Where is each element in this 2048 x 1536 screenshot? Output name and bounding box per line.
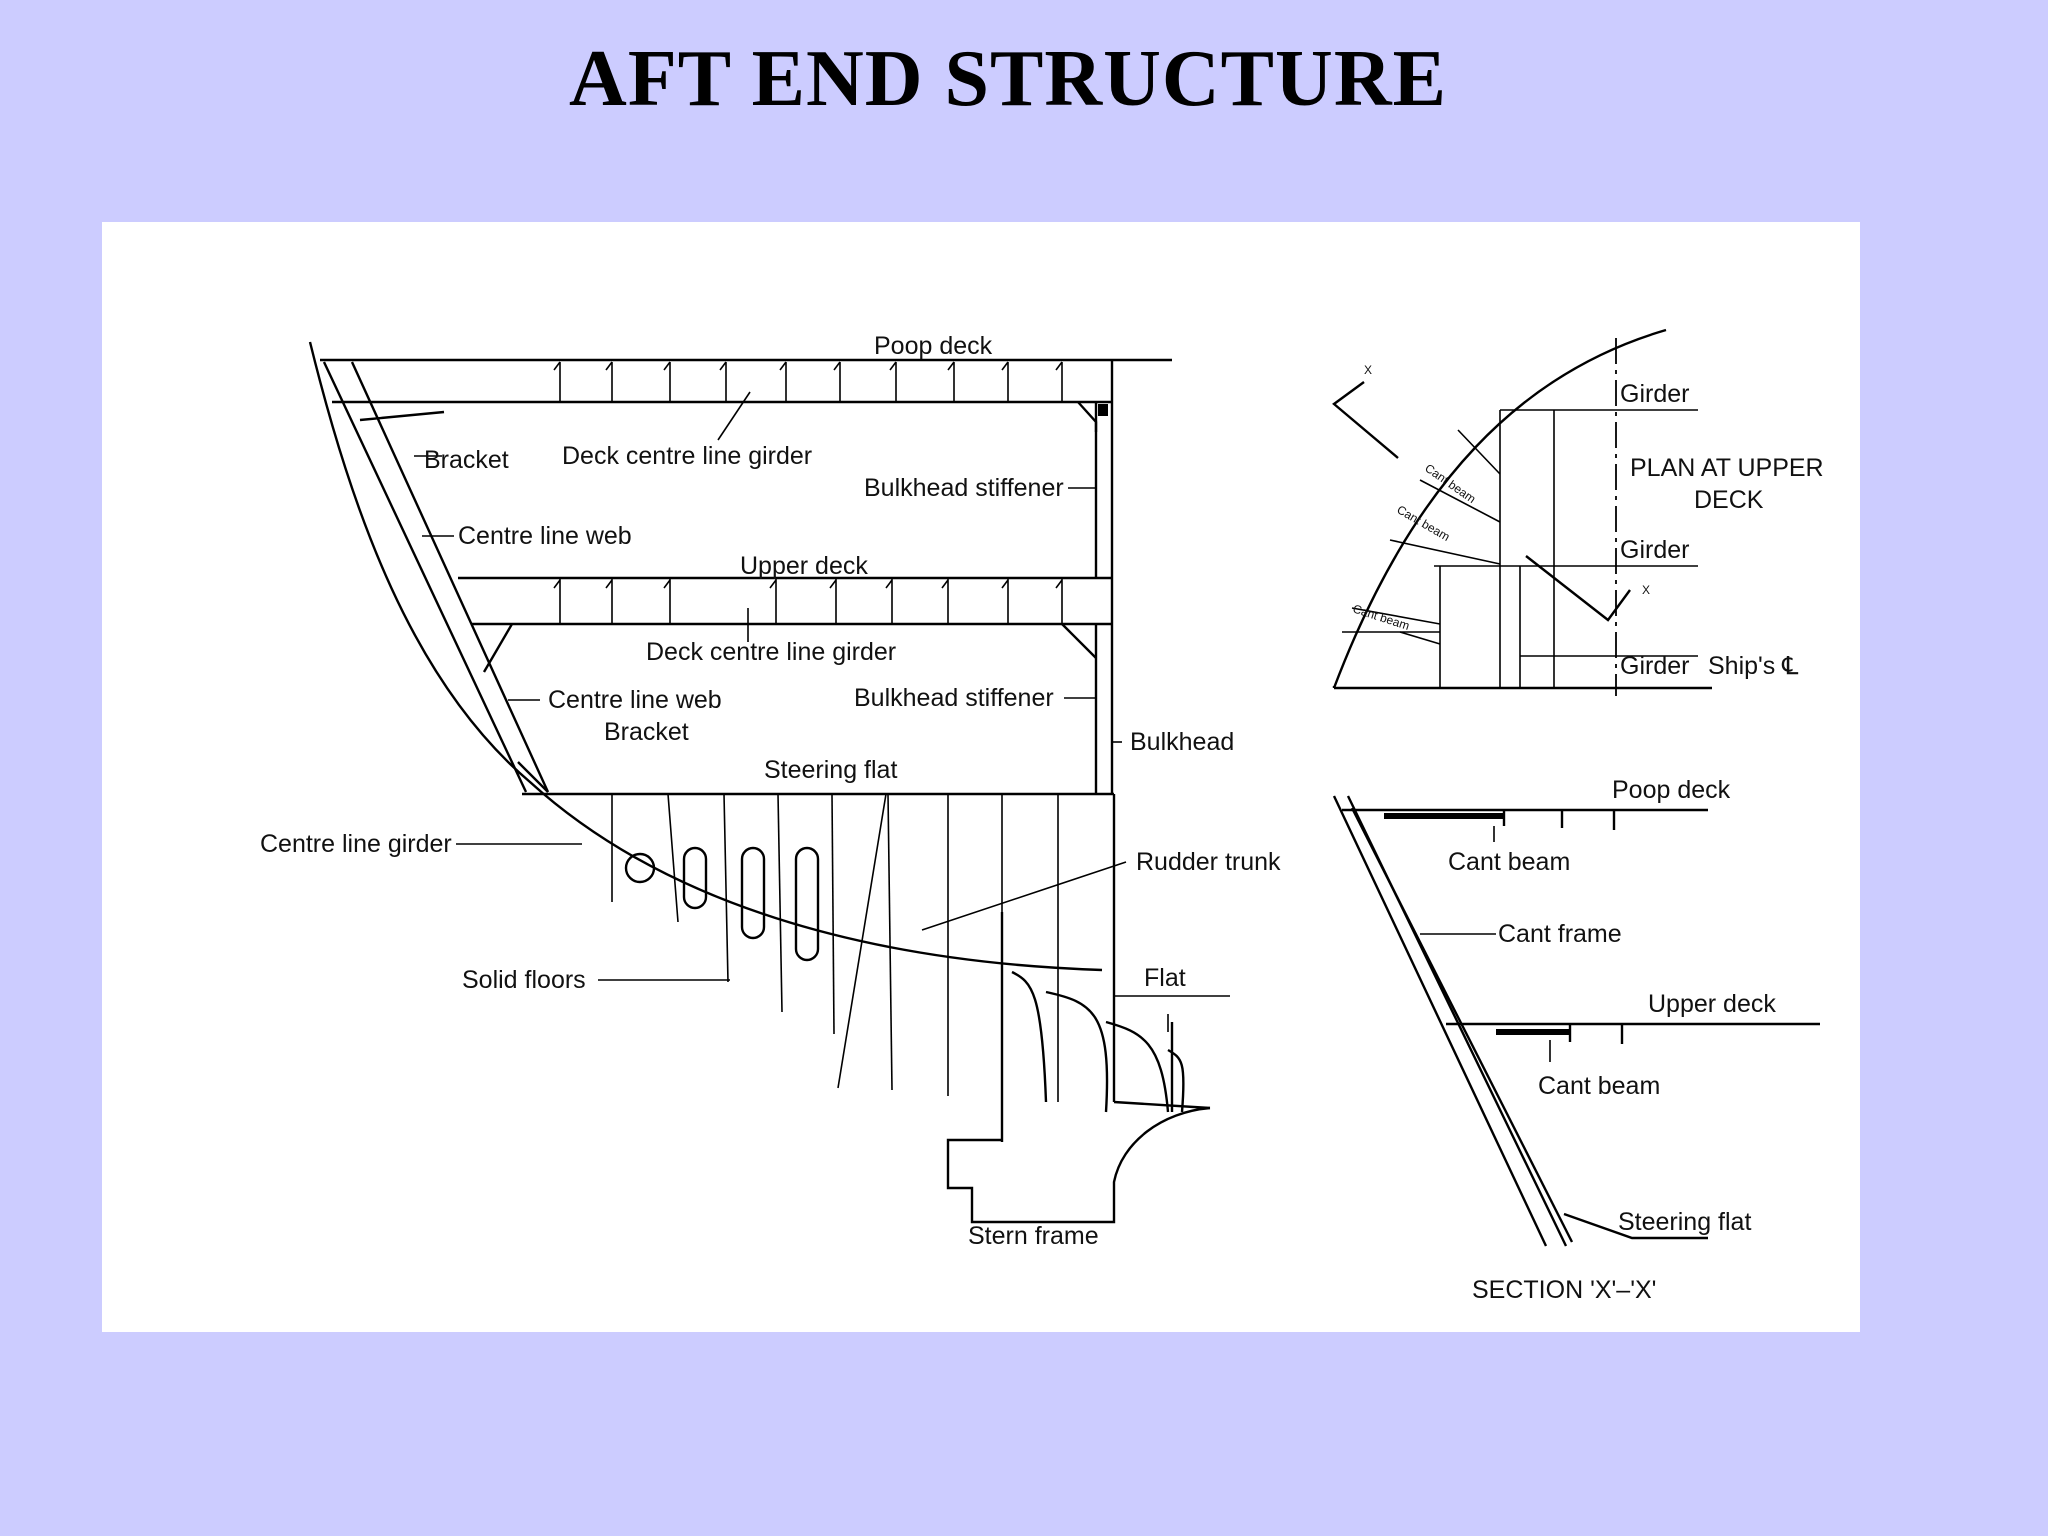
section-poop-stiffeners [1502, 810, 1616, 830]
section-x-x: Poop deck Cant beam Cant frame Upper dec… [1332, 776, 1820, 1304]
upper-deck-beams [553, 578, 1063, 624]
label-centre-line-web-upper: Centre line web [458, 522, 632, 550]
label-rudder-trunk: Rudder trunk [1136, 848, 1281, 876]
section-marker-bottom [1525, 555, 1631, 622]
label-poop-deck: Poop deck [874, 332, 993, 360]
stern-frame-top [1113, 1100, 1211, 1110]
label-centre-line-girder: Centre line girder [260, 830, 452, 858]
bulkhead-bracket-lower [1061, 623, 1097, 659]
label-upper-deck: Upper deck [740, 552, 868, 580]
section-label-poop-deck: Poop deck [1612, 776, 1731, 804]
section-label-cant-beam-1: Cant beam [1448, 848, 1570, 876]
label-stern-frame: Stern frame [968, 1222, 1099, 1250]
label-deck-centre-line-girder-mid: Deck centre line girder [646, 638, 896, 666]
bulkhead-bracket-upper [1077, 401, 1098, 432]
section-upper-stiffeners [1568, 1024, 1624, 1044]
poop-deck-beams [553, 361, 1063, 402]
stern-frame-outline [946, 1106, 1211, 1224]
section-label-cant-beam-2: Cant beam [1538, 1072, 1660, 1100]
section-label-cant-frame: Cant frame [1498, 920, 1622, 948]
plan-cant-beam-1: Cant beam [1422, 461, 1478, 506]
plan-label-girder-1: Girder [1620, 380, 1689, 408]
label-bracket-mid: Bracket [604, 718, 689, 746]
plan-label-girder-2: Girder [1620, 536, 1689, 564]
plan-cant-beam-3: Cant beam [1351, 602, 1411, 633]
label-bulkhead-stiffener-mid: Bulkhead stiffener [854, 684, 1054, 712]
diagram-panel: Poop deck Bracket Deck centre line girde… [102, 222, 1860, 1332]
leader-lines [414, 391, 1230, 1032]
label-solid-floors: Solid floors [462, 966, 586, 994]
web-bracket-upper [359, 410, 445, 422]
main-elevation: Poop deck Bracket Deck centre line girde… [260, 332, 1281, 1250]
section-marker-top [1332, 381, 1399, 459]
slide-title: AFT END STRUCTURE [569, 35, 1447, 123]
web-bracket-mid [482, 623, 514, 673]
plan-cant-beam-2: Cant beam [1395, 502, 1453, 543]
centre-line-web-inner [350, 361, 550, 793]
plan-label-girder-3: Girder [1620, 652, 1689, 680]
web-bracket-lower [517, 761, 549, 793]
bulkhead-bracket-block [1098, 404, 1108, 416]
section-caption: SECTION 'X'–'X' [1472, 1276, 1656, 1304]
section-steering-flat-line [1563, 1212, 1708, 1240]
plan-at-upper-deck: X X Cant beam Cant beam Cant beam Girder… [1332, 328, 1824, 696]
label-bulkhead-stiffener-upper: Bulkhead stiffener [864, 474, 1064, 502]
stern-profile-line [308, 341, 1103, 972]
centre-line-web-outer [322, 361, 528, 793]
solid-floors [611, 793, 1116, 1102]
label-bulkhead: Bulkhead [1130, 728, 1234, 756]
section-label-steering-flat: Steering flat [1618, 1208, 1751, 1236]
section-marker-top-label: X [1364, 363, 1372, 377]
plan-title-line-1: PLAN AT UPPER [1630, 454, 1824, 482]
flat-structure [1011, 970, 1185, 1113]
section-marker-bottom-label: X [1642, 583, 1650, 597]
section-label-upper-deck: Upper deck [1648, 990, 1776, 1018]
plan-label-ships-centreline: Ship's ℄ [1708, 652, 1798, 680]
lightening-holes [624, 846, 820, 962]
label-steering-flat: Steering flat [764, 756, 897, 784]
label-flat: Flat [1144, 964, 1186, 992]
plan-title-line-2: DECK [1694, 486, 1764, 514]
section-hull-outer [1332, 795, 1548, 1247]
label-centre-line-web-mid: Centre line web [548, 686, 722, 714]
label-bracket-upper: Bracket [424, 446, 509, 474]
label-deck-centre-line-girder-upper: Deck centre line girder [562, 442, 812, 470]
aft-end-structure-diagram: Poop deck Bracket Deck centre line girde… [260, 328, 1824, 1304]
